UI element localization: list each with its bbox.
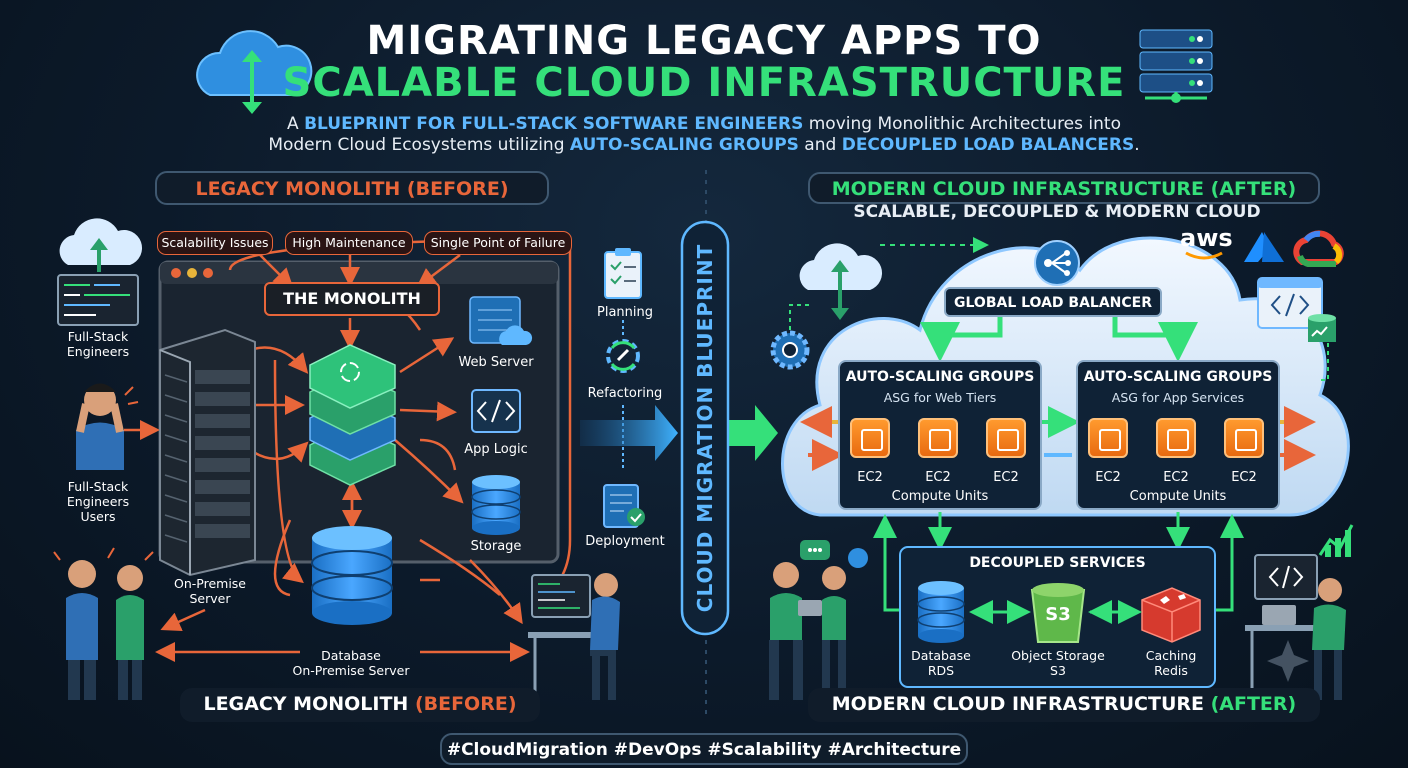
modern-desk-worker <box>1245 524 1354 700</box>
server-rack-icon <box>1139 29 1213 103</box>
engineers-users-label: Full-Stack Engineers Users <box>66 479 130 524</box>
object-storage-label: Object Storage S3 <box>1011 648 1105 678</box>
subtitle-line-2: Modern Cloud Ecosystems utilizing AUTO-S… <box>268 135 1140 155</box>
blueprint-pill <box>680 220 730 636</box>
issue-tag-single-point-failure: Single Point of Failure <box>424 231 572 255</box>
on-premise-server-rack <box>159 328 256 577</box>
title-line-2: SCALABLE CLOUD INFRASTRUCTURE <box>282 60 1126 106</box>
compute-units-app-label: Compute Units <box>1129 489 1227 504</box>
aws-smile-logo <box>1185 251 1223 260</box>
full-stack-engineers-label: Full-Stack Engineers <box>66 329 130 359</box>
monolith-stack-icon <box>309 344 396 486</box>
ec2-web-1-label: EC2 <box>857 470 883 485</box>
azure-logo <box>1244 232 1284 262</box>
legacy-database-icon <box>311 526 393 625</box>
blueprint-vertical-label: CLOUD MIGRATION BLUEPRINT <box>693 243 718 613</box>
confused-users-figures <box>53 547 154 700</box>
ec2-app-1-label: EC2 <box>1095 470 1121 485</box>
rds-label: Database RDS <box>911 648 971 678</box>
storage-icon <box>471 475 521 535</box>
load-balancer-icon <box>1034 240 1080 286</box>
s3-bucket-icon <box>1030 583 1086 643</box>
legacy-desk-worker <box>528 573 620 700</box>
global-load-balancer: GLOBAL LOAD BALANCER <box>944 287 1162 317</box>
step-refactoring-label: Refactoring <box>587 386 663 401</box>
storage-label: Storage <box>470 539 522 554</box>
ec2-app-3-icon <box>1224 418 1264 458</box>
on-premise-server-label: On-Premise Server <box>174 576 246 606</box>
code-window-icon <box>1257 277 1336 342</box>
ec2-web-2-icon <box>918 418 958 458</box>
modern-heading: MODERN CLOUD INFRASTRUCTURE (AFTER) <box>808 172 1320 204</box>
redis-cache-icon <box>1141 587 1201 643</box>
asg-web-title: AUTO-SCALING GROUPS <box>845 369 1035 385</box>
step-planning-label: Planning <box>597 305 653 320</box>
step-deployment-label: Deployment <box>585 534 665 549</box>
refactoring-gear-icon <box>606 339 640 373</box>
deployment-document-icon <box>603 484 645 528</box>
stressed-engineer-figure <box>76 383 139 470</box>
asg-app-subtitle: ASG for App Services <box>1111 390 1245 405</box>
issue-tag-maintenance: High Maintenance <box>285 231 413 255</box>
aws-logo-text: aws <box>1180 224 1233 252</box>
monolith-label: THE MONOLITH <box>264 282 440 316</box>
settings-gear-icon <box>770 330 810 370</box>
planning-clipboard-icon <box>604 248 642 299</box>
modern-subheading: SCALABLE, DECOUPLED & MODERN CLOUD <box>853 202 1261 222</box>
caching-label: Caching Redis <box>1145 648 1197 678</box>
web-server-label: Web Server <box>458 355 534 370</box>
decoupled-services-title: DECOUPLED SERVICES <box>969 555 1146 571</box>
ec2-app-2-icon <box>1156 418 1196 458</box>
legacy-footer: LEGACY MONOLITH (BEFORE) <box>180 688 540 722</box>
legacy-database-label: Database On-Premise Server <box>292 648 410 678</box>
asg-app-title: AUTO-SCALING GROUPS <box>1083 369 1273 385</box>
ec2-app-2-label: EC2 <box>1163 470 1189 485</box>
ec2-web-3-label: EC2 <box>993 470 1019 485</box>
web-server-icon <box>469 296 533 345</box>
legacy-heading: LEGACY MONOLITH (BEFORE) <box>155 171 549 205</box>
app-logic-label: App Logic <box>464 442 528 457</box>
app-logic-code-icon <box>471 389 521 433</box>
cloud-upload-icon <box>799 243 883 320</box>
subtitle-line-1: A BLUEPRINT FOR FULL-STACK SOFTWARE ENGI… <box>287 114 1121 134</box>
collaborating-team-figures <box>769 540 868 700</box>
cloud-sync-icon <box>196 30 313 114</box>
ec2-web-3-icon <box>986 418 1026 458</box>
migration-arrow-green <box>724 405 778 461</box>
blueprint-vertical-label-wrap: CLOUD MIGRATION BLUEPRINT <box>683 222 727 634</box>
hashtags-bar: #CloudMigration #DevOps #Scalability #Ar… <box>440 733 968 765</box>
asg-to-services-connectors <box>873 512 1244 612</box>
sparkle-icon <box>1267 640 1309 682</box>
ec2-web-2-label: EC2 <box>925 470 951 485</box>
compute-units-web-label: Compute Units <box>891 489 989 504</box>
title-line-1: MIGRATING LEGACY APPS TO <box>366 18 1042 64</box>
tangled-connections <box>124 238 572 662</box>
asg-web-subtitle: ASG for Web Tiers <box>883 390 997 405</box>
rds-database-icon <box>917 581 965 643</box>
modern-footer: MODERN CLOUD INFRASTRUCTURE (AFTER) <box>808 688 1320 722</box>
lb-to-asg-arrows <box>920 316 1198 362</box>
s3-badge-text: S3 <box>1045 604 1071 625</box>
engineer-workstation-icon <box>57 218 143 326</box>
migration-arrow-blue <box>580 405 678 461</box>
ec2-app-1-icon <box>1088 418 1128 458</box>
issue-tag-scalability: Scalability Issues <box>157 231 273 255</box>
ec2-web-1-icon <box>850 418 890 458</box>
ec2-app-3-label: EC2 <box>1231 470 1257 485</box>
google-cloud-logo <box>1293 230 1344 267</box>
